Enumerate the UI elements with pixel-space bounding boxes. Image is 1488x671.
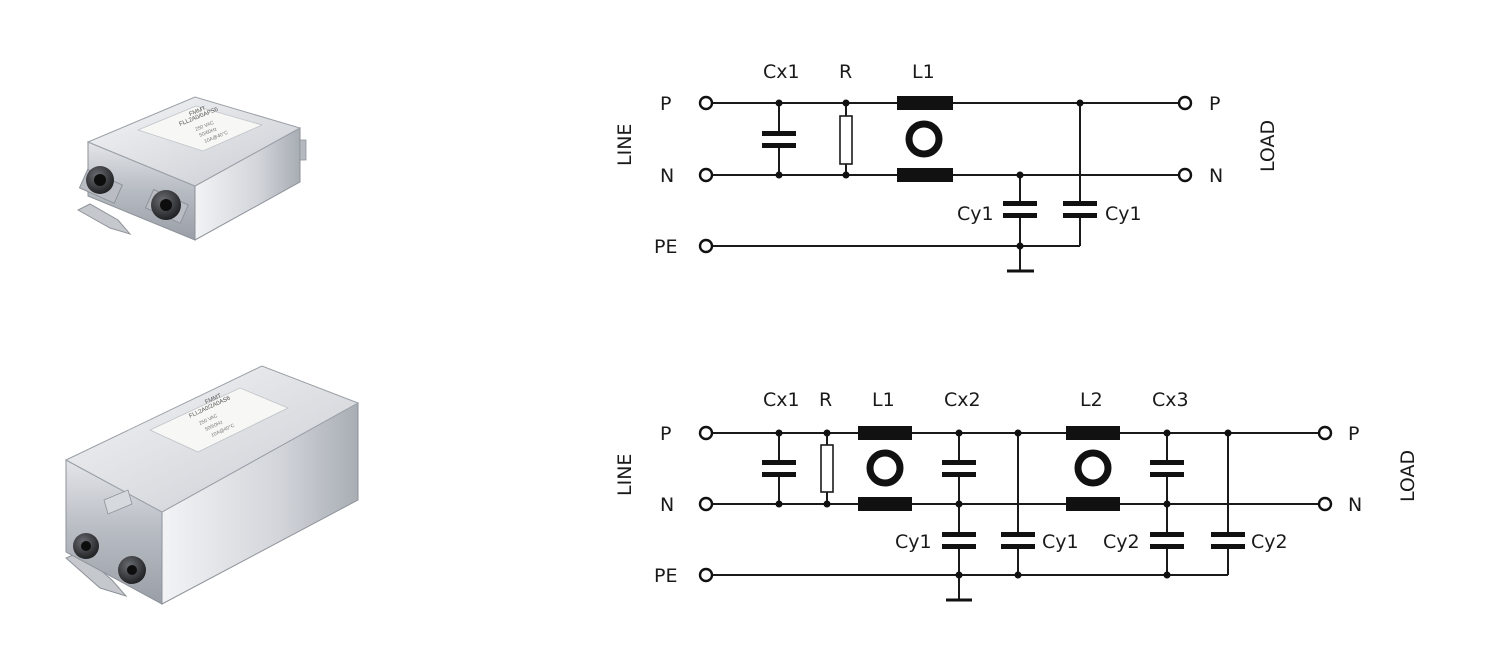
terminal-pe [698,567,714,583]
terminal-n-out [1317,496,1333,512]
capacitor-cy2-b [1211,429,1245,575]
terminal-label: N [660,165,674,187]
resistor-r [839,99,853,179]
capacitor-cx1 [762,99,796,179]
product-label-text: FMMT FLL2A0/0APS6 250 VAC 50/60Hz 10A@40… [179,106,230,145]
component-label: Cy1 [1105,203,1142,225]
inductor-l1 [897,96,953,182]
terminal-label: P [660,423,671,445]
terminal-screws [73,533,146,584]
terminal-label: N [1348,494,1362,516]
capacitor-cy2-a [1150,500,1184,579]
schematic-two-stage: P N PE P N LINE LOAD Cx1 R L1 Cx2 L2 Cx3… [614,389,1419,602]
product-image-single-stage: FMMT FLL2A0/0APS6 250 VAC 50/60Hz 10A@40… [76,96,307,241]
terminal-label: N [660,494,674,516]
terminal-label: P [1209,93,1220,115]
schematic-single-stage: P N PE P N LINE LOAD Cx1 R L1 Cy1 Cy1 [614,61,1279,273]
component-label: Cx1 [763,389,800,411]
component-label: L1 [912,61,935,83]
component-label: Cy2 [1103,531,1140,553]
line-side-label: LINE [614,124,636,166]
terminal-p-out [1177,95,1193,111]
capacitor-cy1-a [942,500,976,602]
resistor-r [820,429,834,508]
capacitor-cx2 [942,429,976,504]
inductor-l2 [1066,426,1120,511]
capacitor-cy1-b [1001,429,1035,579]
terminal-screws [78,166,189,224]
capacitor-cy1-a [1003,171,1037,273]
component-label: L1 [872,389,895,411]
terminal-n-in [698,496,714,512]
component-label: Cx3 [1152,389,1189,411]
capacitor-cy1-b [1063,99,1097,246]
component-label: R [819,389,832,411]
component-label: R [839,61,852,83]
component-label: Cx2 [944,389,981,411]
component-label: Cy1 [895,531,932,553]
terminal-label: N [1209,165,1223,187]
line-side-label: LINE [614,454,636,496]
terminal-label: PE [654,236,677,258]
terminal-p-out [1317,425,1333,441]
component-label: Cy2 [1251,531,1288,553]
terminal-p-in [698,95,714,111]
terminal-p-in [698,425,714,441]
component-label: Cy1 [1042,531,1079,553]
terminal-label: P [1348,423,1359,445]
inductor-l1 [858,426,912,511]
terminal-n-in [698,167,714,183]
capacitor-cx1 [762,429,796,508]
terminal-label: PE [654,565,677,587]
terminal-n-out [1177,167,1193,183]
capacitor-cx3 [1150,429,1184,504]
component-label: L2 [1080,389,1103,411]
load-side-label: LOAD [1397,450,1419,502]
load-side-label: LOAD [1257,120,1279,172]
terminal-label: P [660,93,671,115]
terminal-pe [698,238,714,254]
product-image-two-stage: FMMT FLL2A0/2A0AS6 250 VAC 50/60Hz 10A@4… [64,365,360,605]
component-label: Cy1 [957,203,994,225]
component-label: Cx1 [763,61,800,83]
